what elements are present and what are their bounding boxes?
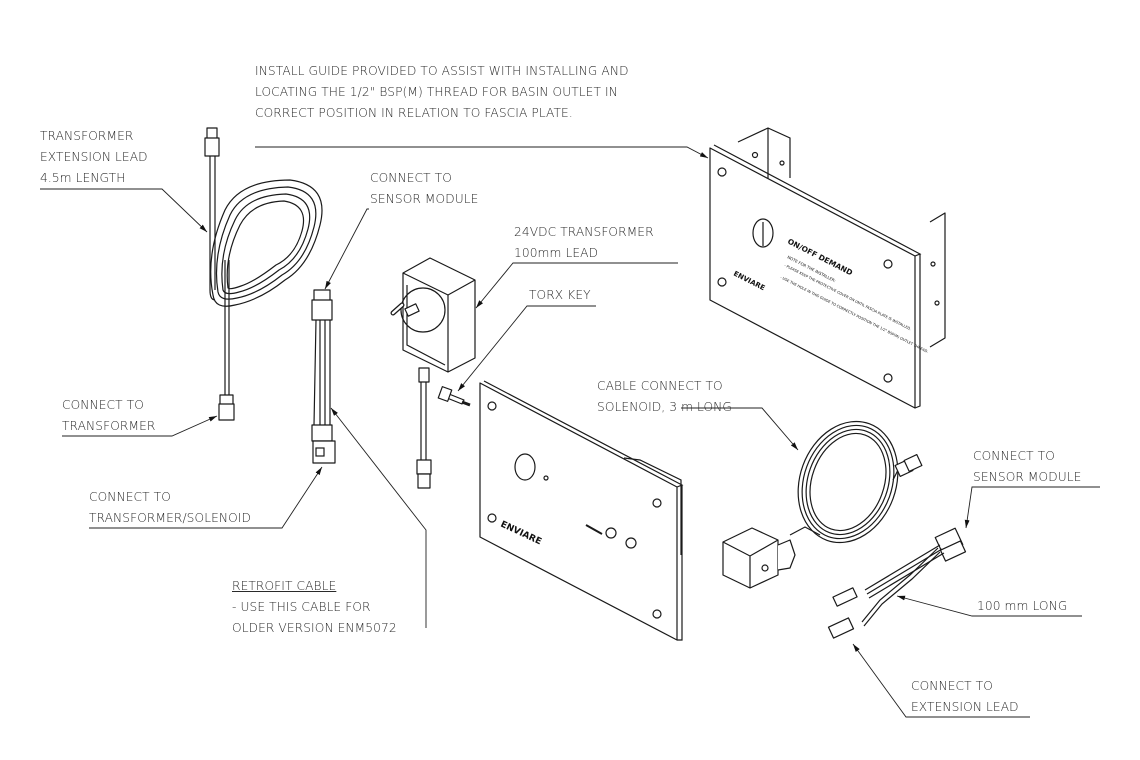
fascia-plate: ENVIARE: [479, 380, 684, 641]
callout-line: INSTALL GUIDE PROVIDED TO ASSIST WITH IN…: [255, 64, 629, 78]
callout-line: CONNECT TO: [973, 449, 1055, 463]
transformer-24vdc: [390, 257, 476, 489]
callout-line: 4.5m LENGTH: [40, 171, 126, 185]
callout-line: SENSOR MODULE: [973, 470, 1082, 484]
callout-line: TRANSFORMER: [40, 129, 134, 143]
torx-key: [437, 386, 471, 407]
callout-line: TRANSFORMER/SOLENOID: [89, 511, 251, 525]
callout-line: CORRECT POSITION IN RELATION TO FASCIA P…: [255, 106, 573, 120]
callout-line: 100mm LEAD: [514, 246, 599, 260]
callout-line: SOLENOID, 3 m LONG: [597, 400, 732, 414]
callout-line: CABLE CONNECT TO: [597, 379, 723, 393]
callout-cable-to-solenoid: CABLE CONNECT TO SOLENOID, 3 m LONG: [597, 376, 732, 418]
callout-connect-to-extension-lead: CONNECT TO EXTENSION LEAD: [911, 676, 1019, 718]
callout-line: LOCATING THE 1/2" BSP(M) THREAD FOR BASI…: [255, 85, 618, 99]
callout-install-guide: INSTALL GUIDE PROVIDED TO ASSIST WITH IN…: [255, 61, 629, 124]
callout-line: 100 mm LONG: [977, 599, 1068, 613]
callout-line: CONNECT TO: [370, 171, 452, 185]
callout-line: - USE THIS CABLE FOR: [232, 600, 371, 614]
callout-line: SENSOR MODULE: [370, 192, 479, 206]
callout-line: TRANSFORMER: [62, 419, 156, 433]
retrofit-cable: [311, 289, 336, 464]
callout-retrofit-cable: RETROFIT CABLE - USE THIS CABLE FOR OLDE…: [232, 576, 397, 639]
install-guide: ON/OFF DEMAND NOTE FOR THE INSTALLER: - …: [709, 127, 946, 409]
callout-line: TORX KEY: [529, 288, 591, 302]
callout-100mm-long: 100 mm LONG: [977, 596, 1067, 617]
transformer-extension-lead: [204, 127, 323, 421]
callout-line: RETROFIT CABLE: [232, 579, 337, 593]
callout-line: CONNECT TO: [62, 398, 144, 412]
leader-lines: [40, 146, 1100, 718]
callout-line: 24VDC TRANSFORMER: [514, 225, 654, 239]
callout-connect-to-transformer-solenoid: CONNECT TO TRANSFORMER/SOLENOID: [89, 487, 251, 529]
callout-line: OLDER VERSION ENM5072: [232, 621, 397, 635]
callout-connect-to-sensor-module-right: CONNECT TO SENSOR MODULE: [973, 446, 1081, 488]
callout-transformer-extension-lead: TRANSFORMER EXTENSION LEAD 4.5m LENGTH: [40, 126, 148, 189]
solenoid-cable: [722, 420, 923, 589]
y-splitter-cable: [827, 527, 967, 639]
callout-connect-to-transformer: CONNECT TO TRANSFORMER: [62, 395, 155, 437]
callout-connect-to-sensor-module-left: CONNECT TO SENSOR MODULE: [370, 168, 478, 210]
callout-line: EXTENSION LEAD: [911, 700, 1019, 714]
callout-line: CONNECT TO: [911, 679, 993, 693]
callout-line: EXTENSION LEAD: [40, 150, 148, 164]
callout-transformer-24vdc: 24VDC TRANSFORMER 100mm LEAD: [514, 222, 654, 264]
callout-line: CONNECT TO: [89, 490, 171, 504]
callout-torx-key: TORX KEY: [529, 285, 591, 306]
